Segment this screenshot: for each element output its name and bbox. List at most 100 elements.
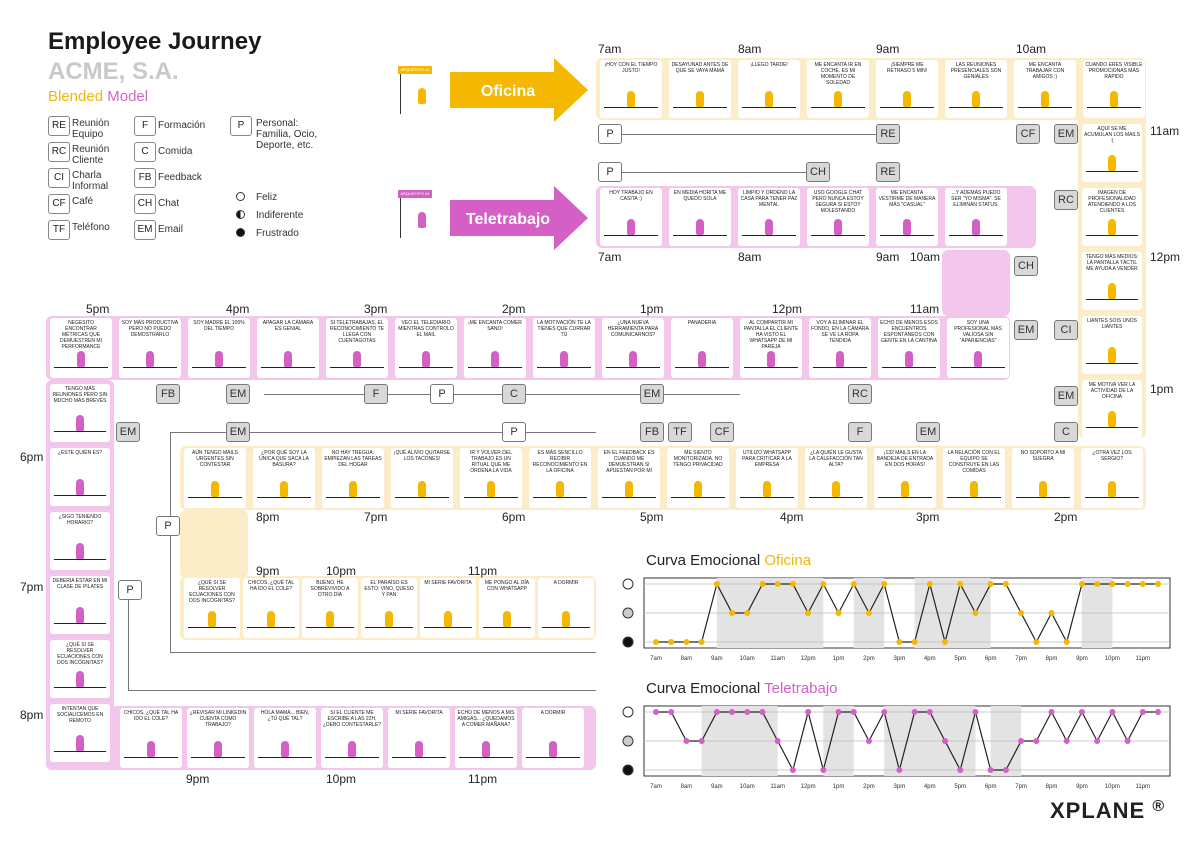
person-figure bbox=[503, 611, 511, 627]
cell-floor bbox=[880, 107, 934, 108]
person-figure bbox=[1110, 91, 1118, 107]
cell-floor bbox=[330, 367, 384, 368]
person-figure bbox=[972, 219, 980, 235]
time-label: 10am bbox=[1016, 42, 1047, 56]
company-name: ACME, S.A. bbox=[48, 58, 179, 85]
journey-cell: MI SERIE FAVORITA bbox=[388, 708, 450, 768]
person-figure bbox=[444, 611, 452, 627]
legend-label: Formación bbox=[158, 120, 206, 131]
connector-line bbox=[128, 690, 596, 691]
chart-tick-label: 1pm bbox=[833, 784, 845, 790]
chart-tick-label: 11am bbox=[770, 656, 785, 662]
chart-point bbox=[789, 581, 796, 587]
cell-floor bbox=[744, 367, 798, 368]
person-figure bbox=[970, 481, 978, 497]
chart-point bbox=[774, 581, 781, 587]
cell-floor bbox=[537, 367, 591, 368]
tag-ch: CH bbox=[1014, 256, 1038, 276]
chart-point bbox=[713, 709, 720, 715]
chart-tick-label: 3pm bbox=[894, 784, 906, 790]
journey-cell: TENGO MÁS REUNIONES PERO SIN MUCHO MÁS B… bbox=[50, 384, 110, 442]
time-label: 2pm bbox=[502, 302, 526, 316]
cell-floor bbox=[124, 757, 178, 758]
person-figure bbox=[556, 481, 564, 497]
journey-cell: EN EL FEEDBACK ES CUANDO ME DEMUESTRAN S… bbox=[598, 448, 660, 508]
chart-tick-label: 2pm bbox=[863, 784, 875, 790]
chart-tick-label: 1pm bbox=[833, 656, 845, 662]
cell-floor bbox=[424, 627, 472, 628]
time-label: 6pm bbox=[502, 510, 526, 524]
chart-tick-label: 6pm bbox=[985, 784, 997, 790]
remote-arrow: Teletrabajo bbox=[450, 186, 588, 250]
journey-cell: ECHO DE MENOS A MIS AMIGAS... ¿QUEDAMOS … bbox=[455, 708, 517, 768]
chart-point bbox=[744, 709, 751, 715]
chart-point bbox=[911, 639, 918, 645]
cell-floor bbox=[602, 497, 656, 498]
office-sign-pole bbox=[400, 74, 401, 114]
journey-cell: ¡LLEGO TARDE! bbox=[738, 60, 800, 118]
cell-floor bbox=[606, 367, 660, 368]
chart-tick-label: 8pm bbox=[1046, 784, 1058, 790]
office-chart-title-accent: Oficina bbox=[764, 552, 812, 569]
cell-floor bbox=[1086, 427, 1138, 428]
cell-floor bbox=[1086, 235, 1138, 236]
journey-cell: SI TELETRABAJAS, EL RECONOCIMIENTO TE LL… bbox=[326, 318, 388, 378]
person-figure bbox=[834, 219, 842, 235]
person-figure bbox=[905, 351, 913, 367]
time-label: 10pm bbox=[326, 564, 357, 578]
chart-point bbox=[926, 581, 933, 587]
chart-tick-label: 5pm bbox=[954, 784, 966, 790]
person-figure bbox=[491, 351, 499, 367]
cell-floor bbox=[257, 497, 311, 498]
person-figure bbox=[625, 481, 633, 497]
journey-cell: ME SIENTO MONITORIZADA, NO TENGO PRIVACI… bbox=[667, 448, 729, 508]
journey-cell: DESAYUNAD ANTES DE QUE SE VAYA MAMÁ bbox=[669, 60, 731, 118]
chart-point bbox=[1139, 581, 1146, 587]
chart-point bbox=[881, 709, 888, 715]
person-figure bbox=[765, 91, 773, 107]
tag-personal: P bbox=[598, 124, 622, 144]
time-label: 10pm bbox=[326, 772, 357, 786]
cell-floor bbox=[811, 235, 865, 236]
legend-code: RE bbox=[48, 116, 70, 136]
cell-floor bbox=[54, 687, 106, 688]
chart-point bbox=[744, 610, 751, 616]
person-figure bbox=[694, 481, 702, 497]
connector-line bbox=[610, 172, 810, 173]
person-figure bbox=[834, 91, 842, 107]
person-figure bbox=[1108, 219, 1116, 235]
cell-floor bbox=[54, 367, 108, 368]
journey-cell: ¿UNA NUEVA HERRAMIENTA PARA COMUNICARNOS… bbox=[602, 318, 664, 378]
chart-tick-label: 11pm bbox=[1135, 784, 1150, 790]
journey-cell: ¿REVISAR MI LINKEDIN CUENTA COMO TRABAJO… bbox=[187, 708, 249, 768]
journey-cell: ¿OTRA VEZ LOS SERGIO? bbox=[1081, 448, 1143, 508]
cell-floor bbox=[459, 757, 513, 758]
chart-mood-icon bbox=[622, 735, 634, 747]
chart-point bbox=[789, 767, 796, 773]
person-figure bbox=[281, 741, 289, 757]
legend-label: Frustrado bbox=[256, 228, 299, 239]
person-figure bbox=[629, 351, 637, 367]
chart-point bbox=[1018, 738, 1025, 744]
remote-arrow-label: Teletrabajo bbox=[466, 211, 550, 228]
person-figure bbox=[974, 351, 982, 367]
person-figure bbox=[76, 479, 84, 495]
cell-floor bbox=[809, 497, 863, 498]
time-label: 11am bbox=[910, 302, 940, 316]
cell-floor bbox=[1085, 497, 1139, 498]
cell-floor bbox=[123, 367, 177, 368]
chart-point bbox=[1124, 581, 1131, 587]
chart-tick-label: 11pm bbox=[1135, 656, 1150, 662]
cell-floor bbox=[813, 367, 867, 368]
chart-point bbox=[698, 639, 705, 645]
cell-floor bbox=[604, 235, 658, 236]
chart-point bbox=[820, 581, 827, 587]
cell-floor bbox=[1018, 107, 1072, 108]
person-figure bbox=[422, 351, 430, 367]
chart-line bbox=[656, 581, 1158, 645]
journey-cell: DEBERÍA ESTAR EN MI CLASE DE PILATES bbox=[50, 576, 110, 634]
person-figure bbox=[76, 607, 84, 623]
tag-re: RE bbox=[876, 124, 900, 144]
chart-point bbox=[1048, 709, 1055, 715]
